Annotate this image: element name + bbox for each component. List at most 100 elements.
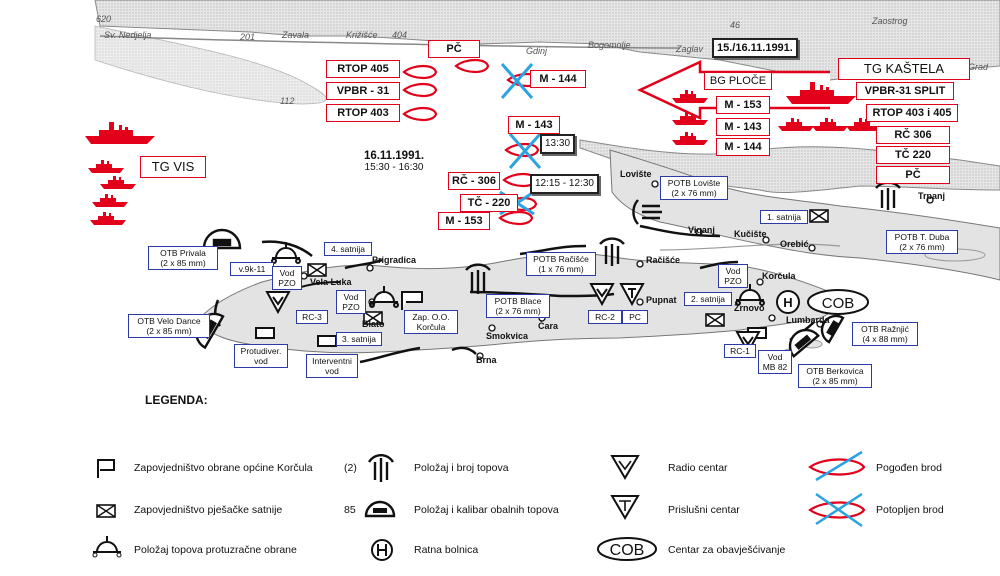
- vod-pzo-1: Vod PZO: [272, 266, 302, 290]
- otb-raznjic: OTB Ražnjić (4 x 88 mm): [852, 322, 918, 346]
- cob-icon: [807, 289, 869, 315]
- sunk-ship-icon: [808, 492, 866, 528]
- ship-rtop-403: RTOP 403: [326, 104, 400, 122]
- gun-battery-icon: [367, 454, 395, 482]
- satnija-2: 2. satnija: [684, 292, 732, 306]
- otb-privala: OTB Privala (2 x 85 mm): [148, 246, 218, 270]
- ship-rtop-405: RTOP 405: [326, 60, 400, 78]
- rc-1: RC-1: [724, 344, 756, 358]
- tg-vis-box: TG VIS: [140, 156, 206, 178]
- gun-battery-icons: [465, 181, 901, 294]
- ship-m143: M - 143: [508, 116, 560, 134]
- place-viganj: Viganj: [688, 225, 715, 235]
- kastela-rtop: RTOP 403 i 405: [866, 104, 958, 122]
- legend-label-7: Prislušni centar: [668, 504, 740, 516]
- road-201: 201: [240, 32, 256, 42]
- cob-icon: COB: [597, 537, 657, 561]
- infantry-hq-icon: [96, 504, 116, 518]
- attack-arrow: [637, 60, 830, 120]
- kastela-rc306: RČ 306: [876, 126, 950, 144]
- ship-tc220: TČ - 220: [460, 194, 518, 212]
- radio-triangle-icons: [265, 283, 761, 355]
- place-zaostrog: Zaostrog: [872, 16, 908, 26]
- legend-label-6: Radio centar: [668, 462, 728, 474]
- legend-prefix-4: 85: [344, 504, 356, 516]
- place-bogomolje: Bogomolje: [588, 40, 631, 50]
- place-vela-luka: Vela Luka: [310, 277, 352, 287]
- date-box-15-16: 15./16.11.1991.: [712, 38, 798, 58]
- time-box-1215: 12:15 - 12:30: [530, 174, 599, 194]
- place-brna: Brna: [476, 355, 497, 365]
- infantry-hq-icons: [307, 209, 829, 327]
- place-kuciste: Kučište: [734, 229, 767, 239]
- sunk-cross-m144: [500, 63, 534, 99]
- place-blato: Blato: [362, 319, 385, 329]
- place-korcula: Korčula: [762, 271, 796, 281]
- place-krizisce: Križišće: [346, 30, 378, 40]
- ploce-m143: M - 143: [716, 118, 770, 136]
- date-16-11-title: 16.11.1991.: [363, 150, 425, 162]
- vod-pzo-3: Vod PZO: [718, 264, 748, 288]
- hit-ship-icon: [808, 450, 866, 482]
- road-404: 404: [392, 30, 408, 40]
- satnija-4: 4. satnija: [324, 242, 372, 256]
- ship-pc: PČ: [428, 40, 480, 58]
- flag-icon: [97, 459, 115, 478]
- satnija-3: 3. satnija: [336, 332, 382, 346]
- protudiver-vod: Protudiver. vod: [234, 344, 288, 368]
- svg-text:COB: COB: [610, 542, 645, 559]
- unit-vk11: v.9k-11: [230, 262, 274, 276]
- ploce-m153: M - 153: [716, 96, 770, 114]
- satnija-1: 1. satnija: [760, 210, 808, 224]
- kastela-vpbr31: VPBR-31 SPLIT: [856, 82, 954, 100]
- place-zaglav: Zaglav: [676, 44, 704, 54]
- bg-ploce-ships: [672, 90, 708, 145]
- bg-ploce-box: BG PLOČE: [704, 72, 772, 90]
- potb-blace: POTB Blace (2 x 76 mm): [486, 294, 550, 318]
- ploce-m144: M - 144: [716, 138, 770, 156]
- time-box-1330: 13:30: [540, 134, 576, 154]
- place-pupnat: Pupnat: [646, 295, 677, 305]
- rc-3: RC-3: [296, 310, 328, 324]
- cob-label: COB: [822, 295, 855, 312]
- kastela-pc: PČ: [876, 166, 950, 184]
- zap-oo-korcula: Zap. O.O. Korčula: [404, 310, 458, 334]
- potb-loviste: POTB Lovište (2 x 76 mm): [660, 176, 728, 200]
- ship-m144: M - 144: [530, 70, 586, 88]
- coastal-gun-icon: [364, 500, 396, 518]
- place-loviste: Lovište: [620, 169, 652, 179]
- radio-center-icon: [610, 455, 640, 480]
- ship-rc306: RČ - 306: [448, 172, 500, 190]
- hospital-icon: [371, 539, 393, 561]
- ship-vpbr-31: VPBR - 31: [326, 82, 400, 100]
- hospital-icon: [776, 290, 800, 314]
- otb-velo-dance: OTB Velo Dance (2 x 85 mm): [128, 314, 210, 338]
- aa-gun-icon: [92, 536, 122, 558]
- legend-label-4: Položaj i kalibar obalnih topova: [414, 504, 559, 516]
- legend-title: LEGENDA:: [145, 393, 208, 407]
- place-racisce: Račišće: [646, 255, 681, 265]
- interventni-vod: Interventni vod: [306, 354, 358, 378]
- legend-label-9: Pogođen brod: [876, 462, 942, 474]
- legend-label-3: Položaj i broj topova: [414, 462, 509, 474]
- kastela-tc220: TČ 220: [876, 146, 950, 164]
- potb-racisce: POTB Račišće (1 x 76 mm): [526, 252, 596, 276]
- legend-prefix-3: (2): [344, 462, 357, 474]
- rc-2: RC-2: [588, 310, 622, 324]
- place-zavala: Zavala: [282, 30, 310, 40]
- legend-label-5: Ratna bolnica: [414, 544, 479, 556]
- legend-label-8: Centar za obavješćivanje: [668, 544, 786, 556]
- potb-t-duba: POTB T. Duba (2 x 76 mm): [886, 230, 958, 254]
- legend-label-2: Položaj topova protuzračne obrane: [134, 544, 297, 556]
- place-trpanj: Trpanj: [918, 191, 946, 201]
- vod-mb82: Vod MB 82: [758, 350, 792, 374]
- label-46: 46: [730, 20, 741, 30]
- aa-gun-icons: [271, 242, 765, 308]
- tg-kastela-box: TG KAŠTELA: [838, 58, 970, 80]
- place-gdinj: Gdinj: [526, 46, 548, 56]
- hospital-label: H: [783, 295, 792, 310]
- receiving-center-icon: [610, 495, 640, 520]
- pc-box: PC: [622, 310, 648, 324]
- legend-label-0: Zapovjedništvo obrane općine Korčula: [134, 462, 313, 474]
